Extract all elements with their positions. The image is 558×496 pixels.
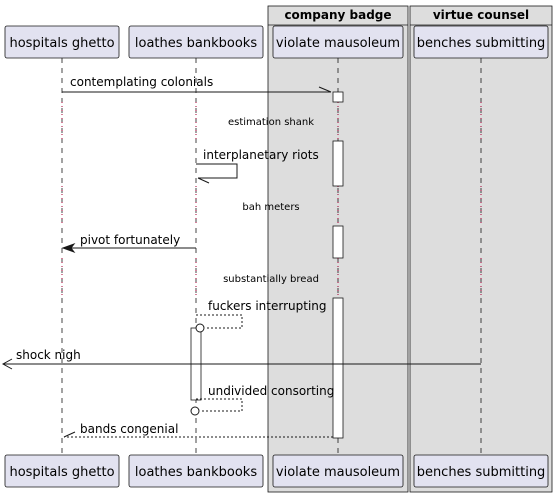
message-label: shock nigh [16,348,81,362]
message-label: undivided consorting [208,384,334,398]
participant-p4: benches submitting [413,25,549,59]
message-label: fuckers interrupting [208,299,327,313]
message-arrow: shock nigh [1,348,481,370]
message-arrow: undivided consorting [190,384,334,416]
message-label: bands congenial [80,422,178,436]
participant-label: benches submitting [417,465,546,480]
activation-bar [332,297,344,439]
message-label: interplanetary riots [203,148,319,162]
box-title: company badge [284,8,391,22]
divider-label: substantially bread [223,274,319,285]
message-arrow: contemplating colonials [62,75,332,93]
activation-bar [332,91,344,103]
participant-label: benches submitting [417,36,546,51]
divider-label: estimation shank [228,117,314,128]
message-arrow: pivot fortunately [61,233,196,254]
participant-p3-footer: violate mausoleum [272,454,404,488]
participant-label: violate mausoleum [276,465,400,480]
box-title: virtue counsel [433,8,529,22]
participant-label: hospitals ghetto [9,465,114,480]
participant-p4-footer: benches submitting [413,454,549,488]
message-label: pivot fortunately [80,233,180,247]
participant-p2-footer: loathes bankbooks [128,454,264,488]
activation-bar [332,225,344,259]
participant-label: hospitals ghetto [9,36,114,51]
participant-p1-footer: hospitals ghetto [4,454,120,488]
participant-label: violate mausoleum [276,36,400,51]
divider-label: bah meters [242,202,299,213]
message-arrow: bands congenial [63,422,333,438]
participant-label: loathes bankbooks [135,465,257,480]
participant-p2: loathes bankbooks [128,25,264,59]
message-arrow: fuckers interrupting [195,299,327,333]
activation-bar [332,140,344,187]
message-label: contemplating colonials [70,75,213,89]
participant-p3: violate mausoleum [272,25,404,59]
participant-label: loathes bankbooks [135,36,257,51]
message-arrow: interplanetary riots [196,148,319,184]
participant-p1: hospitals ghetto [4,25,120,59]
